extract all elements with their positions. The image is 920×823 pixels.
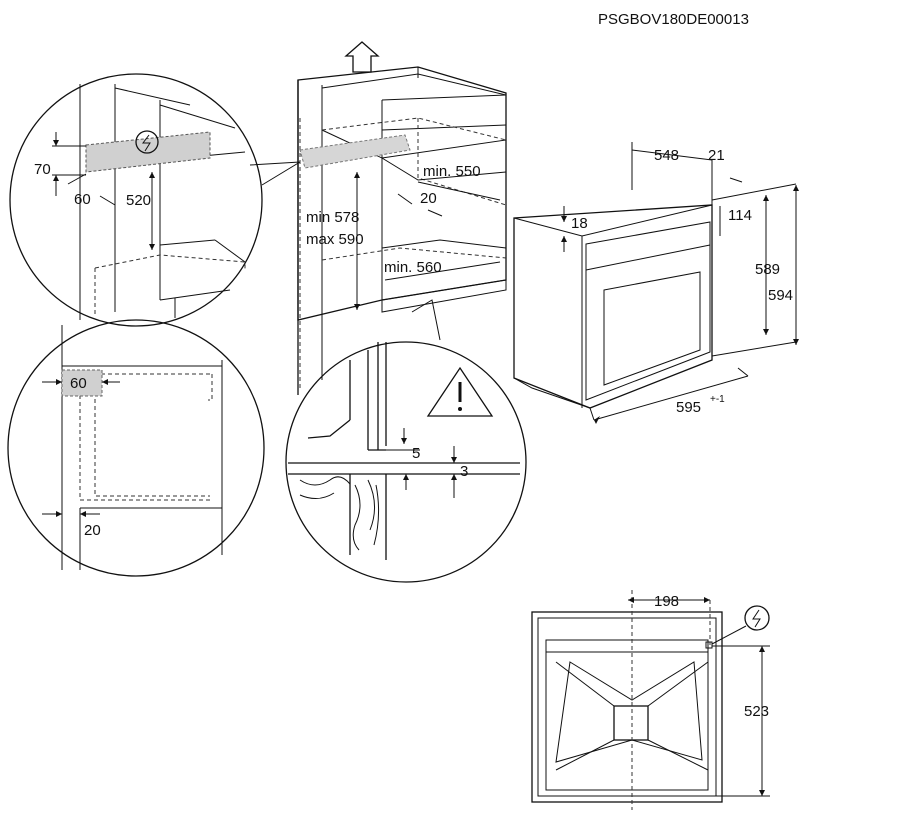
dim-114-label: 114	[728, 207, 752, 224]
dim-198-label: 198	[654, 593, 679, 610]
warning-triangle-icon	[426, 366, 494, 417]
dim-60-label: 60	[74, 191, 91, 208]
dim-520-label: 520	[126, 192, 151, 209]
detail-circle-mid-left: 60 20	[7, 319, 265, 577]
max-590-label: max 590	[306, 231, 364, 248]
dim-594-label: 594	[768, 287, 793, 304]
dim-21-label: 21	[708, 147, 725, 164]
dim-3-label: 3	[460, 463, 468, 480]
min-560-label: min. 560	[384, 259, 442, 276]
dim-5-label: 5	[412, 445, 420, 462]
oven-front-view: 198 523	[531, 590, 770, 810]
arrow-up-icon	[344, 41, 380, 73]
min-578-label: min 578	[306, 209, 359, 226]
min-550-label: min. 550	[423, 163, 481, 180]
oven-isometric: 548 21 18 114 589 594 595 +-1	[513, 142, 799, 424]
dim-60-label: 60	[70, 375, 87, 392]
dim-20-label: 20	[420, 190, 437, 207]
electrical-connection-icon	[135, 130, 159, 154]
detail-circle-bottom: 5 3	[285, 299, 527, 583]
electrical-connection-icon	[744, 605, 770, 631]
tolerance-label: +-1	[710, 394, 725, 405]
dim-70-label: 70	[34, 161, 51, 178]
dim-20-label: 20	[84, 522, 101, 539]
document-code: PSGBOV180DE00013	[598, 11, 749, 28]
detail-circle-top-left: 70 60 520	[9, 73, 301, 327]
dim-589-label: 589	[755, 261, 780, 278]
dim-18-label: 18	[571, 215, 588, 232]
dim-523-label: 523	[744, 703, 769, 720]
cabinet-niche: min. 550 20 min 578 max 590 min. 560	[297, 41, 507, 395]
dim-548-label: 548	[654, 147, 679, 164]
dim-595-label: 595	[676, 399, 701, 416]
